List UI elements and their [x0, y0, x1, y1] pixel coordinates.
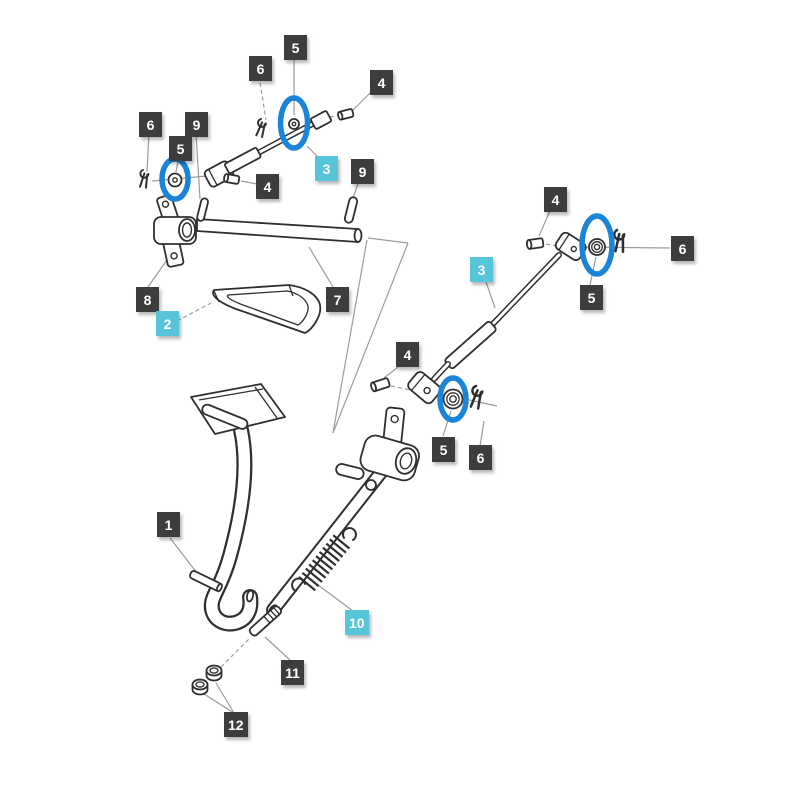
part-callout-7-14: 7: [326, 287, 349, 312]
part-callout-8-13: 8: [136, 287, 159, 312]
highlight-layer: [159, 95, 615, 423]
part-callout-5-5: 5: [169, 136, 192, 161]
part-return-spring: [291, 527, 357, 592]
part-callout-9-7: 9: [351, 159, 374, 184]
part-callout-5-12: 5: [580, 285, 603, 310]
part-callout-11-21: 11: [281, 660, 304, 685]
part-callout-5-0: 5: [284, 35, 307, 60]
part-callout-9-4: 9: [185, 112, 208, 137]
part-clevis-pins: [223, 108, 545, 393]
part-callout-3-6: 3: [315, 156, 338, 181]
part-callout-4-9: 4: [544, 187, 567, 212]
construction-lines: [332, 237, 409, 434]
part-callout-2-15: 2: [156, 311, 179, 336]
part-callout-1-19: 1: [157, 512, 180, 537]
part-roll-pins: [196, 196, 359, 224]
part-cross-shaft: [196, 218, 363, 243]
part-pedal-arm: [189, 383, 286, 632]
part-callout-4-16: 4: [396, 342, 419, 367]
part-washers: [167, 118, 606, 410]
part-callout-6-10: 6: [671, 236, 694, 261]
highlight-ellipse-3: [437, 375, 469, 423]
part-callout-6-18: 6: [469, 445, 492, 470]
part-callout-4-8: 4: [256, 174, 279, 199]
part-stud-bolt: [248, 605, 282, 637]
part-callout-4-2: 4: [370, 70, 393, 95]
part-right-link-rod: [407, 231, 587, 405]
part-callout-10-20: 10: [345, 610, 369, 635]
part-callout-5-17: 5: [432, 437, 455, 462]
part-callout-6-3: 6: [139, 112, 162, 137]
part-callout-6-1: 6: [249, 56, 272, 81]
part-nuts: [191, 664, 223, 696]
part-pedal-pad: [212, 284, 322, 334]
highlight-ellipse-2: [579, 213, 615, 277]
part-callout-3-11: 3: [470, 257, 493, 282]
part-upper-link-rod: [203, 110, 332, 188]
part-callout-12-22: 12: [224, 712, 248, 737]
part-pivot-bracket: [153, 194, 197, 268]
highlight-ellipse-1: [277, 95, 311, 151]
